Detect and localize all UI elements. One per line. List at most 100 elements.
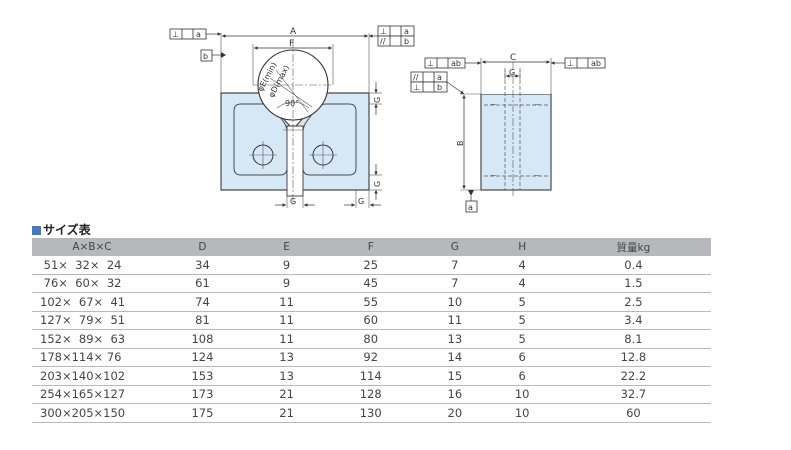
- dim-A: A: [290, 27, 297, 37]
- cell-f: 60: [320, 311, 422, 330]
- cell-abc: 102× 67× 41: [32, 292, 152, 312]
- fcf-side-mid: // a ⊥ b: [410, 71, 465, 95]
- header-h: H: [488, 238, 556, 256]
- cell-abc: 76× 60× 32: [32, 274, 152, 293]
- cell-h: 10: [488, 403, 556, 423]
- cell-f: 92: [320, 348, 422, 367]
- cell-d: 175: [152, 403, 253, 423]
- svg-text:⊥: ⊥: [172, 30, 179, 39]
- cell-abc: 178×114× 76: [32, 348, 152, 367]
- fcf-side-left: ⊥ ab: [424, 57, 481, 69]
- side-view: ~ ~ ~ ~ C G B ⊥ ab ⊥: [410, 53, 606, 213]
- svg-text:a: a: [437, 73, 442, 82]
- cell-mass: 22.2: [555, 366, 711, 386]
- fcf-top-right: ⊥ a // b: [369, 25, 415, 47]
- cell-abc: 203×140×102: [32, 366, 152, 386]
- angle-label: 90°: [285, 99, 299, 108]
- svg-text:~: ~: [534, 100, 541, 109]
- center-slot: [286, 125, 304, 197]
- cell-d: 153: [152, 366, 253, 386]
- cell-h: 6: [488, 348, 556, 367]
- dim-B: B: [456, 141, 465, 147]
- cell-g: 7: [421, 256, 489, 275]
- cell-mass: 2.5: [555, 292, 711, 312]
- svg-text:a: a: [196, 30, 201, 39]
- header-mass: 質量kg: [555, 238, 711, 256]
- cell-abc: 254×165×127: [32, 385, 152, 404]
- technical-drawing: φE(min) φD(max) 90° A F G G G: [169, 25, 606, 213]
- cell-d: 61: [152, 274, 253, 293]
- cell-e: 21: [252, 403, 321, 423]
- cell-d: 108: [152, 329, 253, 349]
- cell-abc: 300×205×150: [32, 403, 152, 423]
- svg-text:~: ~: [490, 171, 497, 180]
- dim-G-top: G: [373, 97, 382, 103]
- cell-g: 16: [421, 385, 489, 404]
- header-d: D: [152, 238, 253, 256]
- svg-text:a: a: [404, 27, 409, 36]
- cell-h: 6: [488, 366, 556, 386]
- cell-g: 7: [421, 274, 489, 293]
- cell-f: 55: [320, 292, 422, 312]
- cell-f: 45: [320, 274, 422, 293]
- cell-abc: 127× 79× 51: [32, 311, 152, 330]
- svg-text:~: ~: [490, 100, 497, 109]
- dim-H-bottom: G: [373, 181, 382, 187]
- cell-g: 11: [421, 311, 489, 330]
- dim-G-slot: G: [290, 197, 296, 206]
- cell-e: 21: [252, 385, 321, 404]
- svg-text:⊥: ⊥: [427, 59, 434, 68]
- cell-d: 81: [152, 311, 253, 330]
- cell-mass: 8.1: [555, 329, 711, 349]
- cell-mass: 32.7: [555, 385, 711, 404]
- cell-mass: 12.8: [555, 348, 711, 367]
- svg-text://: //: [413, 73, 419, 82]
- svg-text:b: b: [203, 52, 208, 61]
- cell-f: 128: [320, 385, 422, 404]
- svg-text:ab: ab: [451, 59, 461, 68]
- cell-e: 9: [252, 256, 321, 275]
- cell-mass: 0.4: [555, 256, 711, 275]
- cell-h: 5: [488, 311, 556, 330]
- cell-h: 10: [488, 385, 556, 404]
- cell-f: 114: [320, 366, 422, 386]
- svg-text://: //: [380, 37, 386, 46]
- cell-g: 13: [421, 329, 489, 349]
- svg-text:ab: ab: [591, 59, 601, 68]
- cell-e: 9: [252, 274, 321, 293]
- cell-e: 13: [252, 366, 321, 386]
- cell-g: 20: [421, 403, 489, 423]
- svg-text:⊥: ⊥: [380, 27, 387, 36]
- dim-G-side: G: [509, 68, 515, 77]
- cell-e: 11: [252, 329, 321, 349]
- header-g: G: [421, 238, 489, 256]
- cell-d: 124: [152, 348, 253, 367]
- cell-abc: 51× 32× 24: [32, 256, 152, 275]
- cell-f: 80: [320, 329, 422, 349]
- cell-g: 14: [421, 348, 489, 367]
- header-e: E: [252, 238, 321, 256]
- cell-g: 15: [421, 366, 489, 386]
- svg-text:⊥: ⊥: [413, 83, 420, 92]
- svg-text:~: ~: [534, 171, 541, 180]
- cell-mass: 60: [555, 403, 711, 423]
- cell-h: 5: [488, 329, 556, 349]
- svg-text:b: b: [404, 37, 409, 46]
- section-title-text: サイズ表: [43, 223, 91, 237]
- header-abc: A×B×C: [32, 238, 152, 256]
- table-header-row: A×B×C D E F G H 質量kg: [32, 238, 711, 256]
- cell-h: 4: [488, 274, 556, 293]
- cell-h: 4: [488, 256, 556, 275]
- cell-h: 5: [488, 292, 556, 312]
